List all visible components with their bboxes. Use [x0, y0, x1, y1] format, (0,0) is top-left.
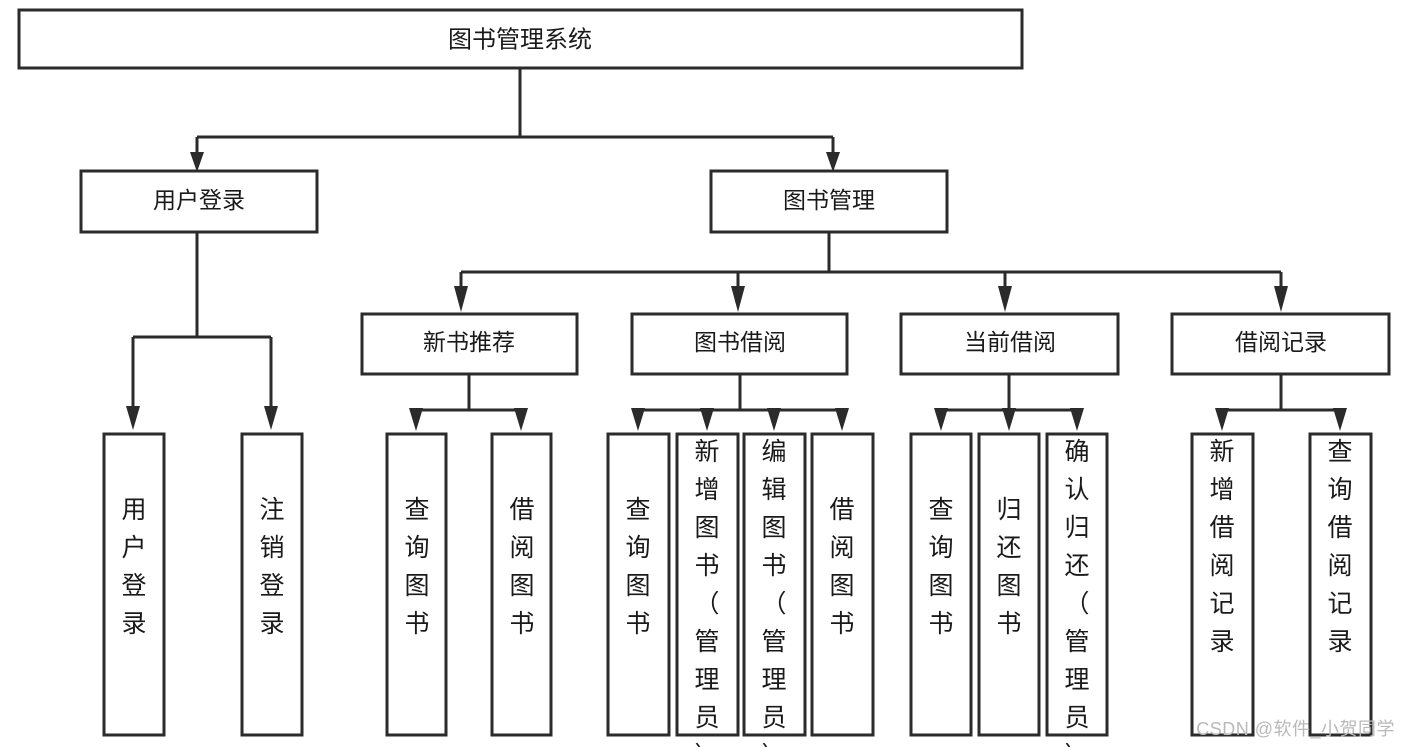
leaf-book-borrow-2-box[interactable]	[742, 432, 807, 737]
node-user-login-label: 用户登录	[153, 187, 245, 213]
arrow-head-user-login	[190, 152, 204, 172]
node-new-book-recommend-label: 新书推荐	[423, 329, 515, 355]
leaf-current-borrow-0[interactable]: 查询图书	[909, 432, 973, 737]
arrow-head-borrow-record	[1274, 286, 1288, 312]
leaf-current-borrow-1[interactable]: 归还图书	[977, 432, 1041, 737]
leaf-user-login-1-box[interactable]	[240, 432, 304, 737]
leaf-user-login-0-box[interactable]	[102, 432, 166, 737]
leaf-new-book-0-label: 查询图书	[404, 496, 429, 638]
leaf-user-login-0-label: 用户登录	[121, 496, 146, 638]
arrow-head-user-login-leaf-0	[126, 406, 140, 430]
arrow-head-new-book-leaf-0	[409, 408, 423, 431]
arrow-head-current-borrow-leaf-2	[1070, 408, 1084, 431]
node-root-label: 图书管理系统	[448, 26, 592, 53]
leaf-new-book-1-label: 借阅图书	[509, 496, 534, 638]
leaf-borrow-record-0-box[interactable]	[1190, 432, 1255, 737]
arrow-head-current-borrow-leaf-0	[934, 408, 948, 431]
leaf-book-borrow-3[interactable]: 借阅图书	[810, 432, 875, 737]
node-current-borrow-box[interactable]	[899, 312, 1120, 376]
leaf-current-borrow-0-box[interactable]	[909, 432, 973, 737]
node-user-login-box[interactable]	[79, 169, 319, 234]
node-current-borrow-label: 当前借阅	[964, 329, 1056, 355]
arrow-head-book-borrow	[731, 286, 745, 312]
node-book-manage[interactable]: 图书管理	[709, 169, 949, 234]
leaf-current-borrow-1-label: 归还图书	[996, 496, 1021, 638]
leaf-current-borrow-2-box[interactable]	[1045, 432, 1109, 737]
node-new-book-recommend-box[interactable]	[360, 312, 579, 376]
leaf-user-login-0[interactable]: 用户登录	[102, 432, 166, 737]
leaf-new-book-1[interactable]: 借阅图书	[490, 432, 553, 737]
leaf-book-borrow-1[interactable]: 新增图书（管理员）	[675, 432, 740, 747]
leaf-book-borrow-1-box[interactable]	[675, 432, 740, 737]
leaf-new-book-1-box[interactable]	[490, 432, 553, 737]
leaf-user-login-1[interactable]: 注销登录	[240, 432, 304, 737]
arrow-head-user-login-leaf-1	[264, 406, 278, 430]
leaf-new-book-0-box[interactable]	[385, 432, 448, 737]
arrow-head-borrow-record-leaf-1	[1333, 408, 1347, 431]
leaf-borrow-record-0-label: 新增借阅记录	[1209, 438, 1234, 656]
node-root-box[interactable]	[17, 8, 1024, 70]
node-new-book-recommend[interactable]: 新书推荐	[360, 312, 579, 376]
node-borrow-record[interactable]: 借阅记录	[1170, 312, 1391, 376]
arrow-head-book-borrow-leaf-1	[700, 408, 714, 431]
leaf-book-borrow-3-label: 借阅图书	[829, 496, 854, 638]
node-current-borrow[interactable]: 当前借阅	[899, 312, 1120, 376]
leaf-book-borrow-2[interactable]: 编辑图书（管理员）	[742, 432, 807, 747]
arrow-head-current-borrow-leaf-1	[1002, 408, 1016, 431]
node-book-borrow-label: 图书借阅	[694, 329, 786, 355]
leaf-borrow-record-1-label: 查询借阅记录	[1327, 438, 1352, 656]
leaf-book-borrow-0-box[interactable]	[606, 432, 671, 737]
leaf-book-borrow-1-label: 新增图书（管理员）	[694, 438, 719, 747]
leaf-book-borrow-0-label: 查询图书	[625, 496, 650, 638]
leaf-borrow-record-1-box[interactable]	[1308, 432, 1373, 737]
leaf-user-login-1-label: 注销登录	[259, 496, 284, 638]
leaf-current-borrow-0-label: 查询图书	[928, 496, 953, 638]
leaf-current-borrow-2-label: 确认归还（管理员）	[1064, 438, 1089, 747]
leaf-current-borrow-1-box[interactable]	[977, 432, 1041, 737]
node-book-borrow[interactable]: 图书借阅	[630, 312, 849, 376]
arrow-head-book-borrow-leaf-2	[767, 408, 781, 431]
leaf-book-borrow-3-box[interactable]	[810, 432, 875, 737]
leaf-new-book-0[interactable]: 查询图书	[385, 432, 448, 737]
leaf-borrow-record-0[interactable]: 新增借阅记录	[1190, 432, 1255, 737]
node-user-login[interactable]: 用户登录	[79, 169, 319, 234]
connector-layer	[126, 68, 1347, 431]
leaf-borrow-record-1[interactable]: 查询借阅记录	[1308, 432, 1373, 737]
leaf-current-borrow-2[interactable]: 确认归还（管理员）	[1045, 432, 1109, 747]
node-book-manage-box[interactable]	[709, 169, 949, 234]
arrow-head-borrow-record-leaf-0	[1215, 408, 1229, 431]
arrow-head-new-book	[454, 286, 468, 312]
node-book-borrow-box[interactable]	[630, 312, 849, 376]
node-borrow-record-label: 借阅记录	[1235, 329, 1327, 355]
leaf-book-borrow-2-label: 编辑图书（管理员）	[761, 438, 786, 747]
arrow-head-book-borrow-leaf-3	[835, 408, 849, 431]
node-book-manage-label: 图书管理	[783, 187, 875, 213]
node-root[interactable]: 图书管理系统	[17, 8, 1024, 70]
leaf-book-borrow-0[interactable]: 查询图书	[606, 432, 671, 737]
arrow-head-current-borrow	[998, 286, 1012, 312]
arrow-head-book-borrow-leaf-0	[631, 408, 645, 431]
arrow-head-book-manage	[826, 152, 840, 172]
arrow-head-new-book-leaf-1	[514, 408, 528, 431]
node-borrow-record-box[interactable]	[1170, 312, 1391, 376]
